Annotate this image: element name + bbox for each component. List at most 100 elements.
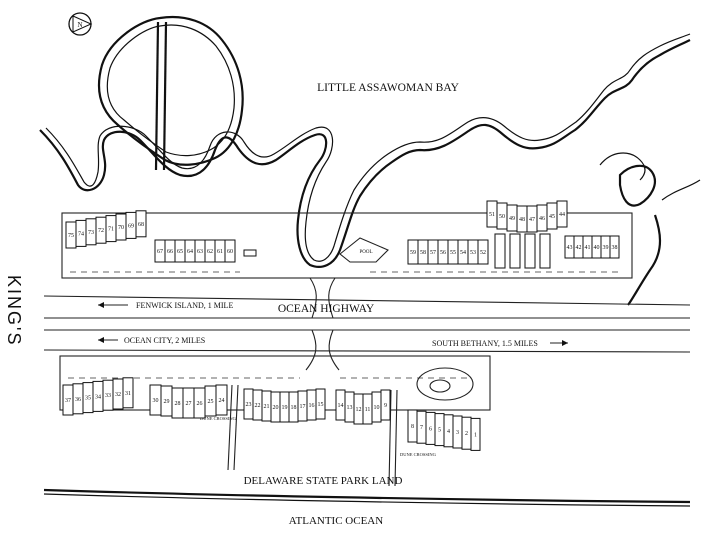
unit-9 bbox=[380, 389, 391, 421]
unit-number-10: 10 bbox=[374, 405, 380, 411]
road-label: OCEAN HIGHWAY bbox=[278, 303, 375, 315]
unit-60 bbox=[224, 239, 236, 263]
unit-number-2: 2 bbox=[465, 431, 468, 437]
unit-number-54: 54 bbox=[460, 250, 466, 256]
unit-number-41: 41 bbox=[585, 245, 591, 251]
unit-number-3: 3 bbox=[456, 430, 459, 436]
ocean-label: ATLANTIC OCEAN bbox=[289, 515, 383, 527]
unit-number-43: 43 bbox=[567, 245, 573, 251]
unit-number-1: 1 bbox=[474, 432, 477, 438]
bay-shoreline bbox=[39, 33, 691, 268]
unit-15 bbox=[315, 388, 326, 420]
unit-number-60: 60 bbox=[227, 249, 233, 255]
unit-number-19: 19 bbox=[282, 405, 288, 411]
unit-number-36: 36 bbox=[75, 397, 81, 403]
unit-number-42: 42 bbox=[576, 245, 582, 251]
north-marker-label: N bbox=[77, 21, 82, 29]
unit-number-67: 67 bbox=[157, 249, 163, 255]
ocean-city-direction: OCEAN CITY, 2 MILES bbox=[98, 336, 205, 345]
unit-number-74: 74 bbox=[78, 231, 84, 237]
unit-number-44: 44 bbox=[559, 212, 565, 218]
unit-number-29: 29 bbox=[164, 399, 170, 405]
unit-number-51: 51 bbox=[489, 212, 495, 218]
unit-number-21: 21 bbox=[264, 404, 270, 410]
unit-number-69: 69 bbox=[128, 223, 134, 229]
unit-number-57: 57 bbox=[430, 250, 436, 256]
unit-number-61: 61 bbox=[217, 249, 223, 255]
unit-number-33: 33 bbox=[105, 393, 111, 399]
unit-number-47: 47 bbox=[529, 217, 535, 223]
unit-number-64: 64 bbox=[187, 249, 193, 255]
map-title: KING'S GRANT bbox=[4, 275, 24, 347]
bay-label: LITTLE ASSAWOMAN BAY bbox=[317, 82, 459, 94]
unit-number-11: 11 bbox=[365, 407, 371, 413]
unit-number-66: 66 bbox=[167, 249, 173, 255]
unit-number-5: 5 bbox=[438, 428, 441, 434]
arrowhead-left-icon bbox=[98, 302, 104, 308]
unit-number-59: 59 bbox=[410, 250, 416, 256]
lagoon-outline bbox=[97, 15, 244, 171]
unit-number-26: 26 bbox=[197, 401, 203, 407]
south-bethany-label: SOUTH BETHANY, 1.5 MILES bbox=[432, 339, 538, 348]
unit-number-13: 13 bbox=[347, 405, 353, 411]
unit-number-25: 25 bbox=[208, 399, 214, 405]
east-marsh bbox=[599, 152, 701, 306]
unit-number-40: 40 bbox=[594, 245, 600, 251]
unit-38 bbox=[609, 235, 620, 259]
unit-number-8: 8 bbox=[411, 424, 414, 430]
unit-number-72: 72 bbox=[98, 228, 104, 234]
unit-number-6: 6 bbox=[429, 426, 432, 432]
unit-number-9: 9 bbox=[384, 403, 387, 409]
unit-68 bbox=[135, 210, 147, 238]
unit-number-16: 16 bbox=[309, 403, 315, 409]
unit-number-32: 32 bbox=[115, 392, 121, 398]
unit-number-28: 28 bbox=[175, 401, 181, 407]
unit-number-15: 15 bbox=[318, 402, 324, 408]
unit-number-52: 52 bbox=[480, 250, 486, 256]
arrowhead-left-icon-2 bbox=[98, 337, 104, 343]
unit-number-23: 23 bbox=[246, 402, 252, 408]
unit-number-75: 75 bbox=[68, 233, 74, 239]
unit-number-50: 50 bbox=[499, 214, 505, 220]
unit-number-30: 30 bbox=[153, 398, 159, 404]
unit-number-56: 56 bbox=[440, 250, 446, 256]
pool: POOL bbox=[339, 237, 389, 263]
unit-number-35: 35 bbox=[85, 396, 91, 402]
unit-number-24: 24 bbox=[219, 398, 225, 404]
arrowhead-right-icon bbox=[562, 340, 568, 346]
unit-number-58: 58 bbox=[420, 250, 426, 256]
shed bbox=[243, 249, 257, 257]
south-bethany-direction: SOUTH BETHANY, 1.5 MILES bbox=[432, 339, 568, 348]
south-building-b: 30 29 28 27 26 25 24 bbox=[149, 384, 228, 419]
unit-number-63: 63 bbox=[197, 249, 203, 255]
dune-crossing-right: DUNE CROSSING bbox=[400, 452, 437, 457]
unit-number-49: 49 bbox=[509, 216, 515, 222]
fenwick-direction: FENWICK ISLAND, 1 MILE bbox=[98, 301, 233, 310]
unit-number-55: 55 bbox=[450, 250, 456, 256]
unit-52 bbox=[477, 239, 489, 265]
unit-number-27: 27 bbox=[186, 401, 192, 407]
unit-number-38: 38 bbox=[612, 245, 618, 251]
north-marker-icon: N bbox=[68, 12, 93, 36]
unit-number-65: 65 bbox=[177, 249, 183, 255]
unit-number-12: 12 bbox=[356, 407, 362, 413]
dune-crossing-left: DUNE CROSSING bbox=[200, 416, 237, 421]
unit-number-7: 7 bbox=[420, 425, 423, 431]
dune-walkways bbox=[227, 384, 398, 487]
unit-number-22: 22 bbox=[255, 403, 261, 409]
unit-24 bbox=[215, 384, 228, 416]
parking-south bbox=[68, 367, 474, 401]
park-label: DELAWARE STATE PARK LAND bbox=[244, 475, 403, 487]
unit-number-48: 48 bbox=[519, 217, 525, 223]
unit-number-18: 18 bbox=[291, 405, 297, 411]
unit-number-70: 70 bbox=[118, 225, 124, 231]
unit-number-20: 20 bbox=[273, 405, 279, 411]
unit-number-73: 73 bbox=[88, 230, 94, 236]
parking-north bbox=[70, 233, 620, 273]
